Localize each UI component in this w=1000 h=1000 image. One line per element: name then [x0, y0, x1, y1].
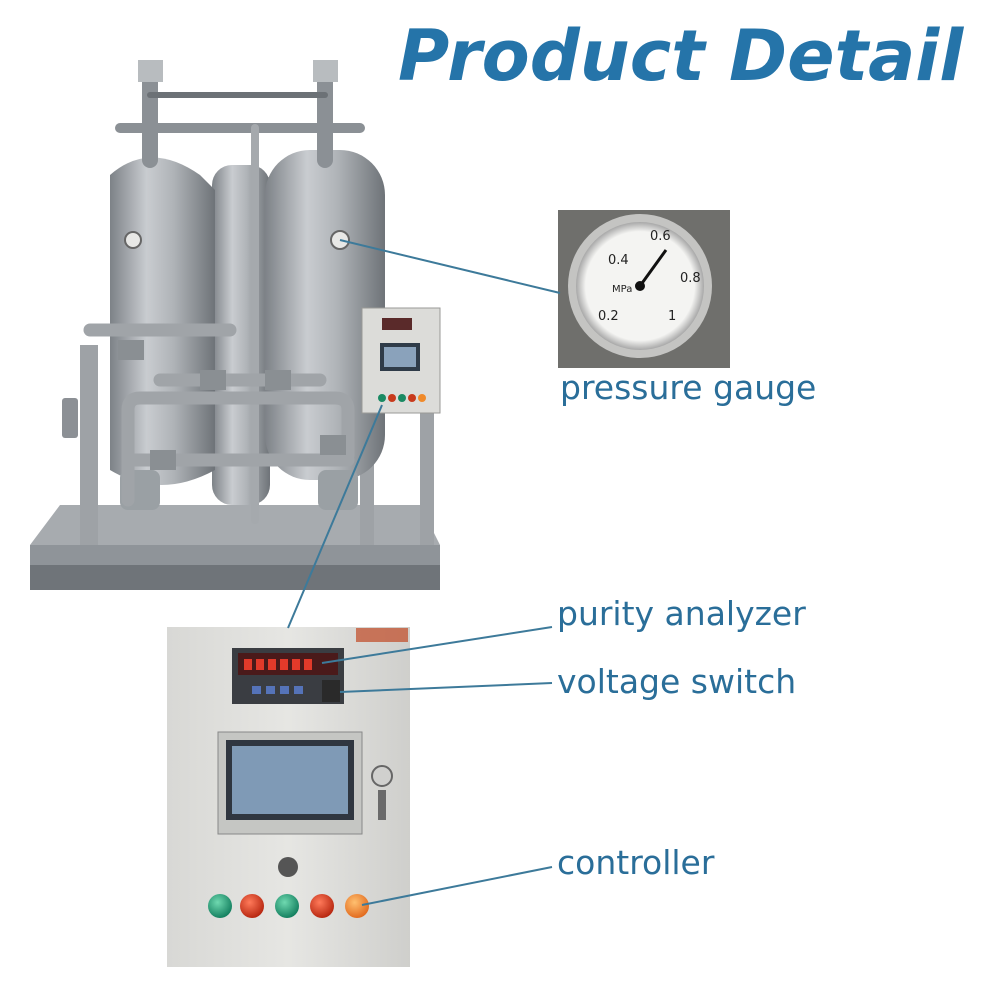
callout-lines	[287, 239, 561, 906]
controller-panel	[167, 627, 410, 967]
panel-button-red-2	[310, 894, 334, 918]
line-controller	[361, 866, 553, 906]
line-pressure-gauge	[339, 239, 561, 294]
gauge-tick-4: 1	[668, 309, 676, 324]
voltage-switch-label: voltage switch	[557, 662, 797, 701]
line-cabinet-to-panel	[287, 404, 383, 629]
top-valve-left	[138, 60, 163, 82]
gauge-tick-2: 0.6	[650, 229, 671, 244]
machine-control-cabinet	[361, 307, 441, 414]
panel-button-red-1	[240, 894, 264, 918]
controller-label: controller	[557, 843, 715, 882]
gauge-tick-1: 0.4	[608, 253, 629, 268]
line-purity-analyzer	[321, 626, 553, 664]
gauge-unit: MPa	[612, 284, 632, 295]
panel-button-green-2	[275, 894, 299, 918]
pressure-gauge-label: pressure gauge	[560, 368, 817, 407]
gauge-tick-labels: 0.2 0.4 0.6 0.8 1 MPa	[598, 229, 701, 324]
line-voltage-switch	[339, 682, 553, 693]
panel-button-green-1	[208, 894, 232, 918]
selector-knob	[278, 857, 298, 877]
voltage-switch-body	[322, 680, 340, 702]
top-valve-right	[313, 60, 338, 82]
panel-button-orange	[345, 894, 369, 918]
lower-valves	[118, 340, 346, 470]
gauge-tick-3: 0.8	[680, 271, 701, 286]
page-title: Product Detail	[398, 15, 964, 97]
gauge-tick-0: 0.2	[598, 309, 619, 324]
gauge-needle	[638, 249, 668, 287]
pressure-gauge-inset: 0.2 0.4 0.6 0.8 1 MPa	[558, 210, 730, 368]
purity-analyzer-label: purity analyzer	[557, 594, 806, 633]
base-frame	[30, 345, 440, 590]
key-lock	[371, 765, 393, 787]
